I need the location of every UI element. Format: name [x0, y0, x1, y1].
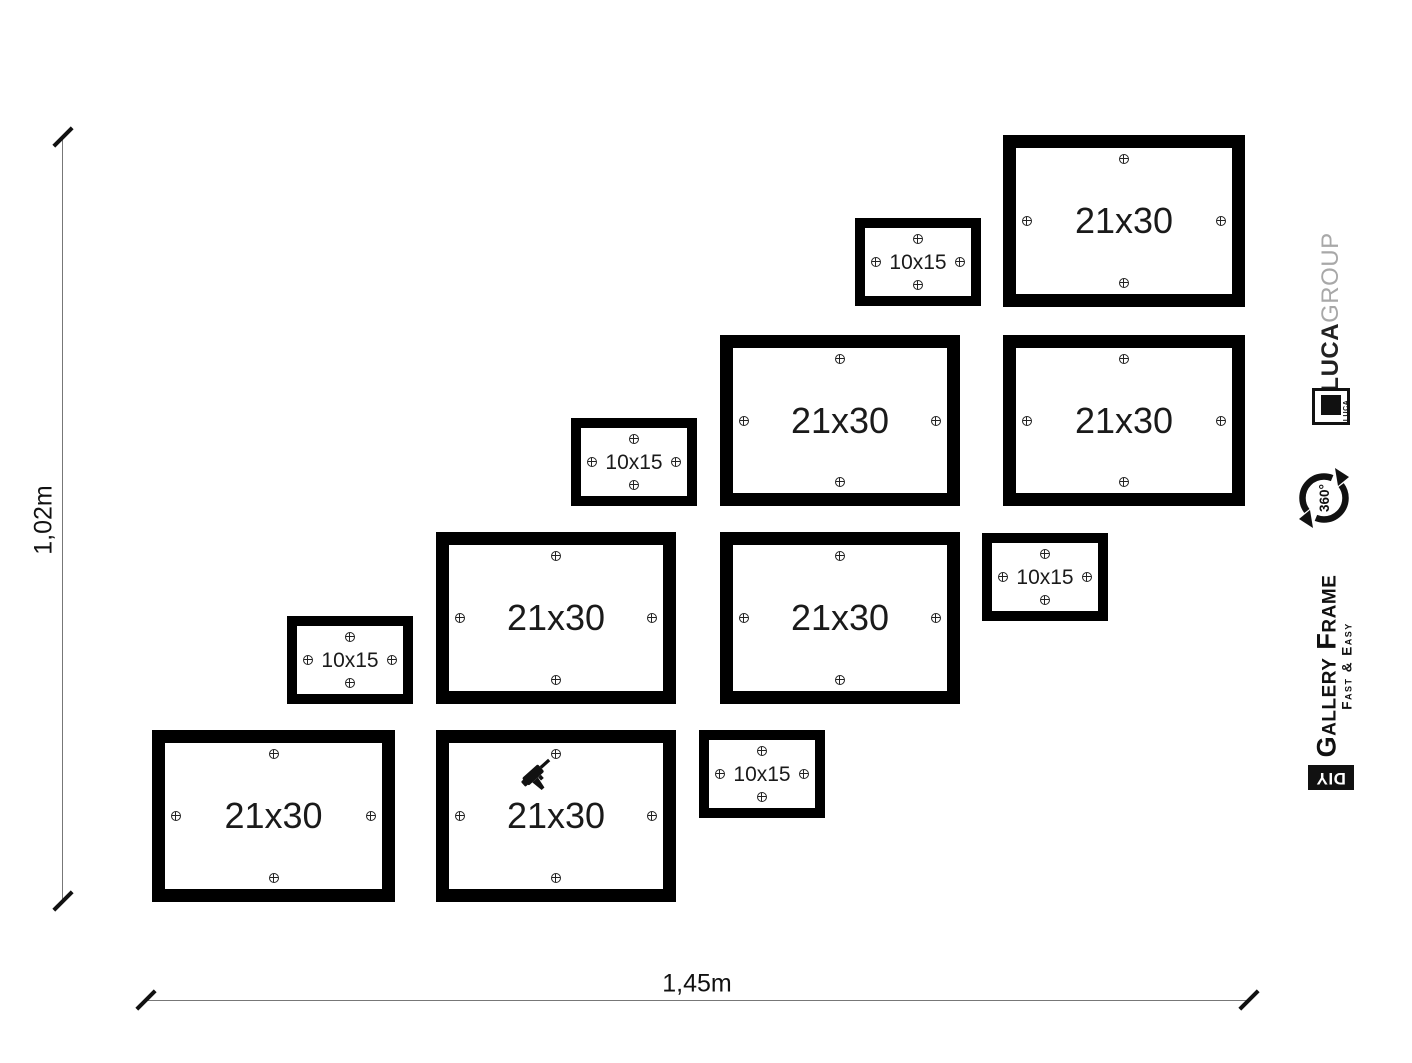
screw-marker-icon [171, 811, 181, 821]
frame-size-label: 10x15 [889, 250, 947, 274]
height-dimension-label: 1,02m [29, 485, 58, 555]
picture-frame: 21x30 [436, 532, 676, 704]
picture-frame: 10x15 [855, 218, 981, 306]
frame-size-label: 21x30 [790, 399, 890, 441]
luca-logo-icon: LUCA [1312, 388, 1350, 425]
frame-size-label: 21x30 [1074, 200, 1174, 241]
picture-frame: 21x30 [1003, 335, 1245, 506]
rotation-arrowhead [1335, 468, 1349, 486]
picture-frame: 10x15 [287, 616, 413, 704]
screw-marker-icon [647, 811, 657, 821]
screw-marker-icon [739, 613, 749, 623]
picture-frame: 21x30 [720, 335, 960, 506]
screw-marker-icon [268, 749, 279, 759]
screw-marker-icon [931, 613, 941, 623]
screw-marker-icon [1082, 572, 1092, 582]
screw-marker-icon [671, 457, 681, 467]
screw-marker-icon [455, 613, 465, 623]
dimension-tick [52, 890, 74, 912]
screw-marker-icon [1022, 216, 1032, 226]
screw-marker-icon [1119, 354, 1129, 364]
group-wordmark-light: GROUP [1317, 232, 1344, 323]
screw-marker-icon [835, 354, 845, 364]
screw-marker-icon [799, 769, 809, 779]
screw-marker-icon [551, 675, 561, 685]
screw-marker-icon [931, 415, 941, 426]
picture-frame: 10x15 [699, 730, 825, 818]
gallery-frame-tagline: Fast & Easy [1340, 622, 1356, 710]
screw-marker-icon [587, 457, 597, 467]
screw-marker-icon [835, 477, 845, 487]
width-dimension-line [145, 1000, 1250, 1001]
rotation-arrowhead [1299, 510, 1313, 528]
frame-size-label: 21x30 [1074, 399, 1174, 441]
frame-size-label: 10x15 [321, 648, 379, 672]
power-drill-icon [521, 758, 551, 790]
gallery-frame-lockup: Gallery Frame Fast & Easy [1311, 574, 1356, 758]
screw-marker-icon [551, 749, 561, 759]
screw-marker-icon [268, 873, 279, 883]
luca-logo-square [1321, 395, 1341, 415]
height-dimension-line [62, 136, 63, 904]
frame-size-label: 21x30 [506, 597, 606, 638]
screw-marker-icon [629, 434, 639, 444]
frame-size-label: 10x15 [605, 450, 663, 474]
frame-size-label: 21x30 [790, 597, 890, 638]
diy-badge-label: DIY [1316, 768, 1346, 788]
screw-marker-icon [647, 613, 657, 623]
screw-marker-icon [998, 572, 1008, 582]
luca-wordmark-bold: LUCA [1317, 322, 1344, 392]
screw-marker-icon [739, 415, 749, 426]
screw-marker-icon [1216, 415, 1226, 426]
screw-marker-icon [715, 769, 725, 779]
rotation-360-icon: 360° [1299, 468, 1349, 528]
screw-marker-icon [955, 257, 965, 267]
frame-size-label: 10x15 [733, 762, 791, 786]
picture-frame: 10x15 [571, 418, 697, 506]
dimension-tick [52, 126, 74, 148]
screw-marker-icon [757, 792, 767, 802]
luca-logo-caption: LUCA [1342, 399, 1350, 422]
picture-frame: 21x30 [720, 532, 960, 704]
diy-badge: DIY [1308, 765, 1354, 790]
screw-marker-icon [913, 234, 923, 244]
screw-marker-icon [345, 678, 355, 688]
picture-frame: 21x30 [436, 730, 676, 902]
rotation-degree-label: 360° [1317, 484, 1332, 512]
screw-marker-icon [387, 655, 397, 665]
screw-marker-icon [871, 257, 881, 267]
picture-frame: 10x15 [982, 533, 1108, 621]
gallery-frame-title: Gallery Frame [1311, 574, 1342, 758]
screw-marker-icon [1119, 278, 1129, 288]
screw-marker-icon [835, 551, 845, 561]
picture-frame: 21x30 [152, 730, 395, 902]
screw-marker-icon [455, 811, 465, 821]
screw-marker-icon [835, 675, 845, 685]
screw-marker-icon [913, 280, 923, 290]
picture-frame: 21x30 [1003, 135, 1245, 307]
frame-size-label: 21x30 [506, 795, 606, 836]
screw-marker-icon [1040, 595, 1050, 605]
screw-marker-icon [629, 480, 639, 490]
luca-group-wordmark: LUCAGROUP [1317, 232, 1345, 391]
width-dimension-label: 1,45m [662, 969, 732, 998]
frame-size-label: 21x30 [224, 795, 323, 836]
screw-marker-icon [345, 632, 355, 642]
screw-marker-icon [1216, 216, 1226, 226]
frame-size-label: 10x15 [1016, 565, 1074, 589]
screw-marker-icon [551, 551, 561, 561]
screw-marker-icon [366, 811, 376, 821]
screw-marker-icon [1119, 477, 1129, 487]
screw-marker-icon [303, 655, 313, 665]
screw-marker-icon [1040, 549, 1050, 559]
screw-marker-icon [551, 873, 561, 883]
screw-marker-icon [1022, 415, 1032, 426]
screw-marker-icon [757, 746, 767, 756]
screw-marker-icon [1119, 154, 1129, 164]
